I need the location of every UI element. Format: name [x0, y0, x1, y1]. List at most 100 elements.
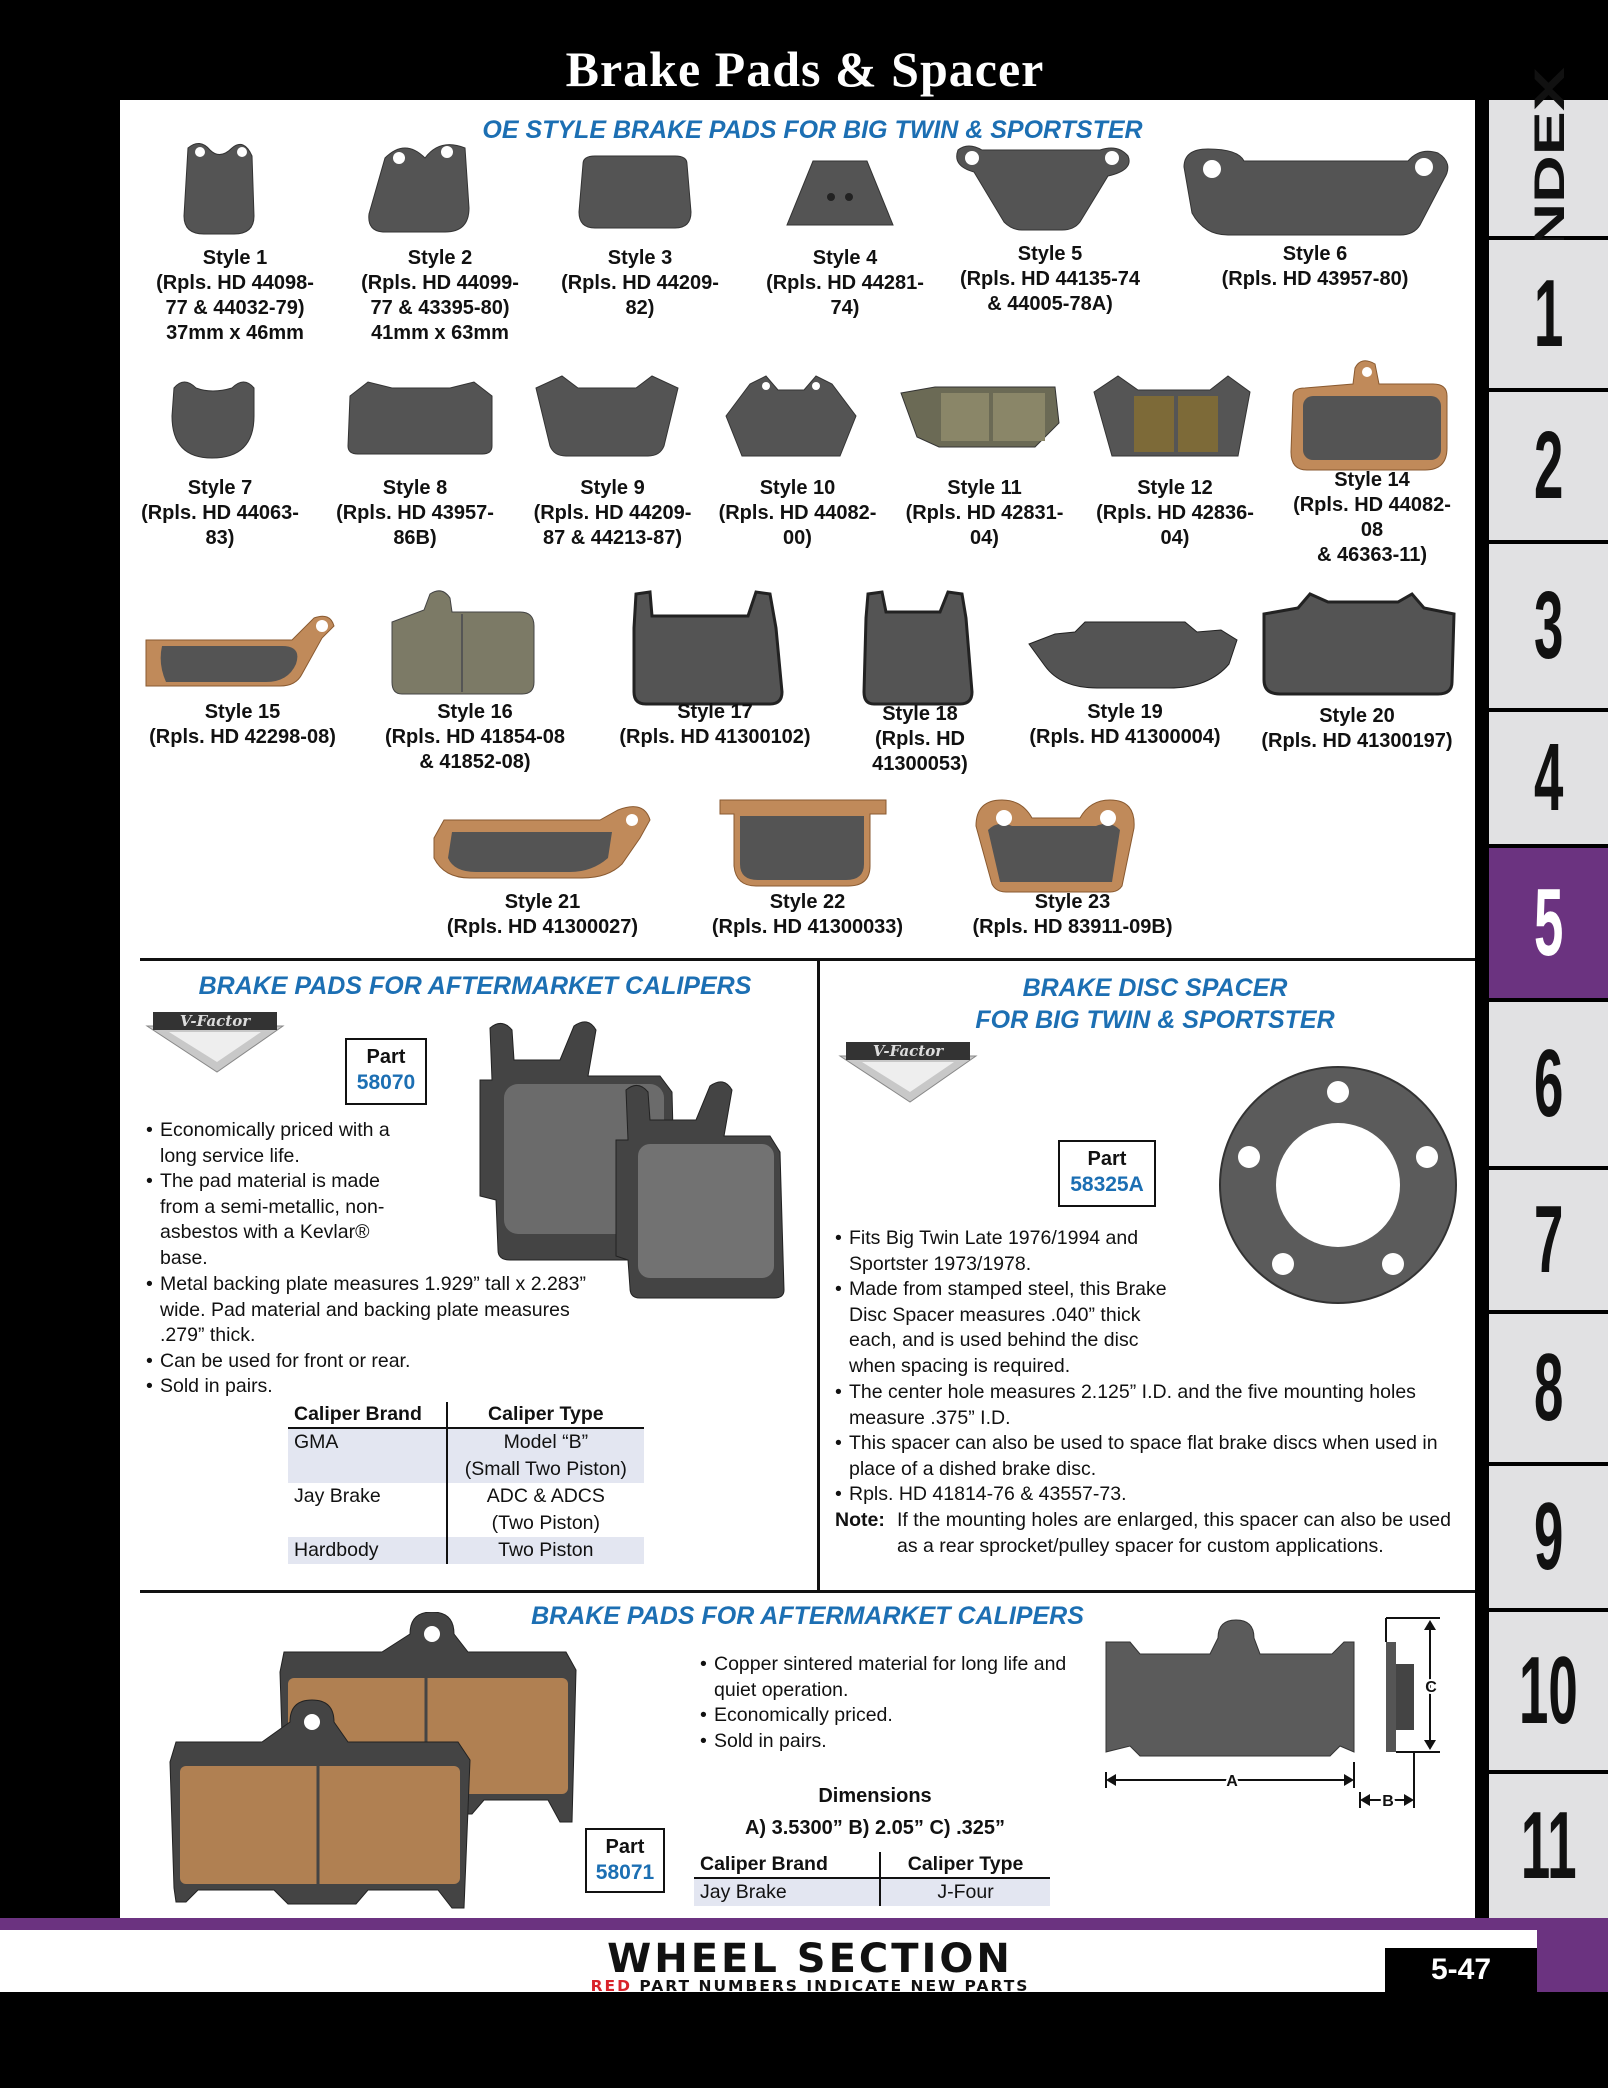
bullet: The center hole measures 2.125” I.D. and…: [835, 1380, 1460, 1431]
column-divider: [817, 960, 820, 1590]
dimensions-block: Dimensions A) 3.5300” B) 2.05” C) .325”: [690, 1780, 1060, 1844]
style-15-caption: Style 15 (Rpls. HD 42298-08): [149, 701, 336, 748]
style-12-pad-image: [1093, 375, 1251, 457]
tab-index[interactable]: INDEX: [1489, 67, 1608, 269]
style-16-caption: Style 16 (Rpls. HD 41854-08 & 41852-08): [384, 701, 566, 773]
footer-band: [0, 1930, 1608, 1992]
style-6-caption: Style 6 (Rpls. HD 43957-80): [1221, 243, 1409, 290]
tab-1[interactable]: 1: [1489, 240, 1608, 388]
dimensions-label: Dimensions: [818, 1785, 932, 1807]
tab-5[interactable]: 5: [1489, 848, 1608, 998]
spacer-title: BRAKE DISC SPACER FOR BIG TWIN & SPORTST…: [975, 974, 1335, 1034]
table-header: Caliper Type: [880, 1852, 1050, 1879]
style-21-caption: Style 21 (Rpls. HD 41300027): [446, 891, 639, 938]
bullet: Sold in pairs.: [700, 1729, 1070, 1755]
part-number-58325A[interactable]: 58325A: [1070, 1173, 1144, 1196]
svg-text:A: A: [1226, 1773, 1238, 1790]
style-2-pad-image: [368, 144, 470, 233]
style-14-caption: Style 14 (Rpls. HD 44082- 08 & 46363-11): [1293, 469, 1451, 566]
tab-3[interactable]: 3: [1489, 544, 1608, 708]
note: Note:If the mounting holes are enlarged,…: [835, 1508, 1451, 1557]
tab-11[interactable]: 11: [1489, 1774, 1608, 1918]
style-7-pad-image: [171, 381, 255, 459]
style-19-pad-image: [1028, 621, 1238, 689]
footer-accent: [1537, 1930, 1608, 1992]
style-4-caption: Style 4 (Rpls. HD 44281- 74): [766, 247, 924, 319]
style-5-pad-image: [956, 145, 1130, 231]
svg-text:V-Factor: V-Factor: [873, 1042, 944, 1060]
part-number-58071[interactable]: 58071: [595, 1861, 655, 1884]
section-divider-2: [140, 1590, 1475, 1593]
style-23-pad-image: [975, 799, 1135, 893]
style-20-pad-image: [1262, 592, 1456, 696]
v-factor-logo: V-Factor: [145, 1012, 285, 1073]
style-3-pad-image: [578, 155, 692, 229]
brake-disc-spacer-image: [1219, 1066, 1457, 1304]
bullet: This spacer can also be used to space fl…: [835, 1431, 1460, 1482]
spacer-bullets-2: The center hole measures 2.125” I.D. and…: [835, 1380, 1460, 1559]
tab-9[interactable]: 9: [1489, 1466, 1608, 1608]
style-10-pad-image: [725, 375, 857, 457]
footer-stripe: [0, 1918, 1608, 1930]
style-5-caption: Style 5 (Rpls. HD 44135-74 & 44005-78A): [959, 243, 1141, 315]
page-number: 5-47: [1385, 1948, 1537, 1992]
svg-text:C: C: [1425, 1679, 1437, 1696]
style-23-caption: Style 23 (Rpls. HD 83911-09B): [972, 891, 1173, 938]
style-1-pad-image: [183, 143, 255, 235]
svg-text:B: B: [1382, 1793, 1394, 1810]
style-20-caption: Style 20 (Rpls. HD 41300197): [1261, 705, 1453, 752]
dimensions-value: A) 3.5300” B) 2.05” C) .325”: [744, 1817, 1006, 1839]
style-11-pad-image: [900, 386, 1060, 448]
bullet: Fits Big Twin Late 1976/1994 and Sportst…: [835, 1226, 1190, 1277]
aftermarket-2-bullets: Copper sintered material for long life a…: [700, 1652, 1070, 1754]
part-58070-box: Part 58070: [345, 1038, 427, 1105]
style-10-caption: Style 10 (Rpls. HD 44082- 00): [718, 477, 877, 549]
tab-2[interactable]: 2: [1489, 392, 1608, 540]
bullet: Can be used for front or rear.: [146, 1349, 606, 1375]
style-11-caption: Style 11 (Rpls. HD 42831- 04): [905, 477, 1064, 549]
style-17-caption: Style 17 (Rpls. HD 41300102): [619, 701, 811, 748]
aftermarket-2-title: BRAKE PADS FOR AFTERMARKET CALIPERS: [531, 1602, 1084, 1630]
style-21-pad-image: [433, 806, 651, 879]
bullet: The pad material is made from a semi-met…: [146, 1169, 421, 1271]
bullet: Economically priced.: [700, 1703, 1070, 1729]
page-title: Brake Pads & Spacer: [565, 41, 1045, 97]
tab-4[interactable]: 4: [1489, 712, 1608, 844]
tab-7[interactable]: 7: [1489, 1170, 1608, 1310]
table-row: (Small Two Piston): [288, 1456, 644, 1483]
style-16-pad-image: [391, 590, 535, 695]
part-58070-pads-image: [479, 1021, 785, 1299]
part-number-58070[interactable]: 58070: [356, 1071, 416, 1094]
tab-6[interactable]: 6: [1489, 1002, 1608, 1166]
style-12-caption: Style 12 (Rpls. HD 42836- 04): [1096, 477, 1254, 549]
bullet: Made from stamped steel, this Brake Disc…: [835, 1277, 1190, 1379]
style-9-caption: Style 9 (Rpls. HD 44209- 87 & 44213-87): [533, 477, 692, 549]
spacer-bullets: Fits Big Twin Late 1976/1994 and Sportst…: [835, 1226, 1190, 1380]
footer-section-title: WHEEL SECTION: [607, 1936, 1013, 1982]
bullet: Rpls. HD 41814-76 & 43557-73.: [835, 1482, 1460, 1508]
bullet: Sold in pairs.: [146, 1374, 606, 1400]
aftermarket-1-title: BRAKE PADS FOR AFTERMARKET CALIPERS: [198, 972, 752, 1000]
style-17-pad-image: [632, 590, 784, 706]
style-6-pad-image: [1183, 148, 1449, 236]
tab-8[interactable]: 8: [1489, 1314, 1608, 1462]
part-58071-pads-image: [169, 1612, 577, 1909]
style-9-pad-image: [535, 375, 679, 457]
tab-10[interactable]: 10: [1489, 1612, 1608, 1770]
bullet: Economically priced with a long service …: [146, 1118, 421, 1169]
oe-section-title: OE STYLE BRAKE PADS FOR BIG TWIN & SPORT…: [482, 116, 1143, 144]
style-8-caption: Style 8 (Rpls. HD 43957- 86B): [336, 477, 494, 549]
style-8-pad-image: [347, 381, 493, 455]
table-header: Caliper Type: [446, 1402, 644, 1429]
part-58071-box: Part 58071: [585, 1828, 665, 1893]
style-2-caption: Style 2 (Rpls. HD 44099- 77 & 43395-80) …: [361, 247, 519, 344]
style-3-caption: Style 3 (Rpls. HD 44209- 82): [561, 247, 719, 319]
style-7-caption: Style 7 (Rpls. HD 44063- 83): [141, 477, 299, 549]
table-header: Caliper Brand: [288, 1402, 448, 1429]
dimension-diagram: C A B: [1105, 1617, 1440, 1812]
bullet: Copper sintered material for long life a…: [700, 1652, 1070, 1703]
